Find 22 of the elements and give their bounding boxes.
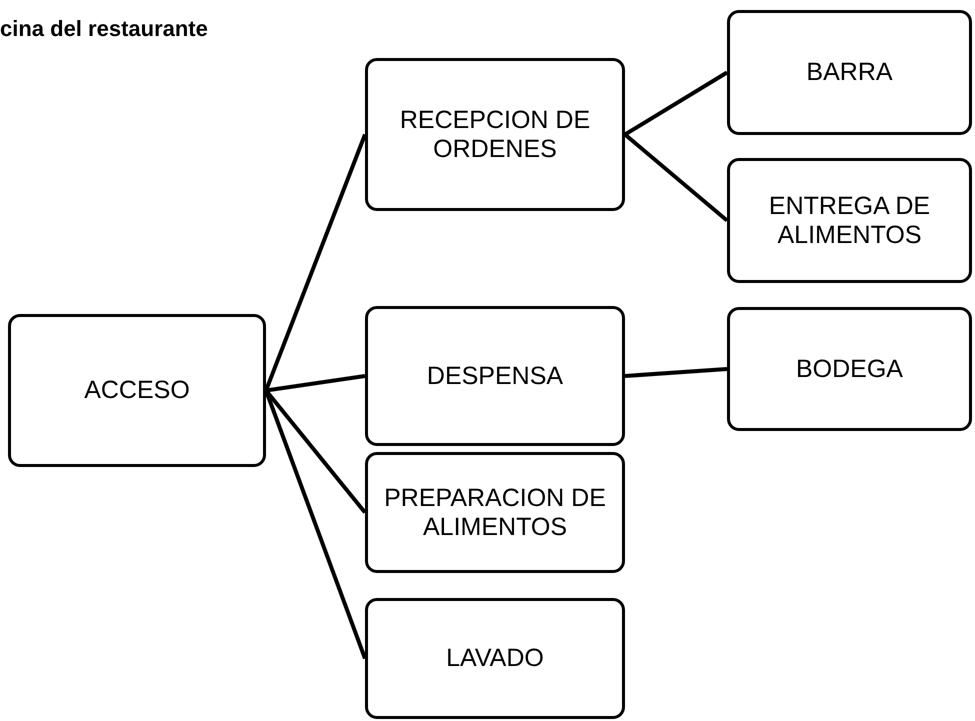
diagram-title: cina del restaurante [0, 16, 208, 42]
box-label: ACCESO [84, 376, 190, 405]
box-label: RECEPCION DE ORDENES [398, 106, 592, 164]
connector-line [624, 70, 728, 136]
connector-line [624, 132, 728, 222]
box-label: ENTREGA DE ALIMENTOS [768, 192, 932, 250]
process-box [365, 58, 625, 211]
process-box [365, 306, 625, 446]
process-box [365, 598, 625, 719]
box-label: PREPARACION DE ALIMENTOS [383, 484, 607, 542]
process-box [727, 10, 972, 135]
process-box [727, 307, 972, 431]
box-label: DESPENSA [426, 362, 564, 390]
connector-line [624, 367, 728, 378]
process-box [727, 158, 972, 283]
connector-line [266, 374, 366, 392]
connector-line [264, 134, 367, 392]
box-label: BARRA [806, 58, 893, 87]
process-box [8, 314, 266, 467]
box-label: LAVADO [446, 644, 544, 673]
box-label: BODEGA [796, 354, 903, 384]
process-box [365, 452, 625, 573]
